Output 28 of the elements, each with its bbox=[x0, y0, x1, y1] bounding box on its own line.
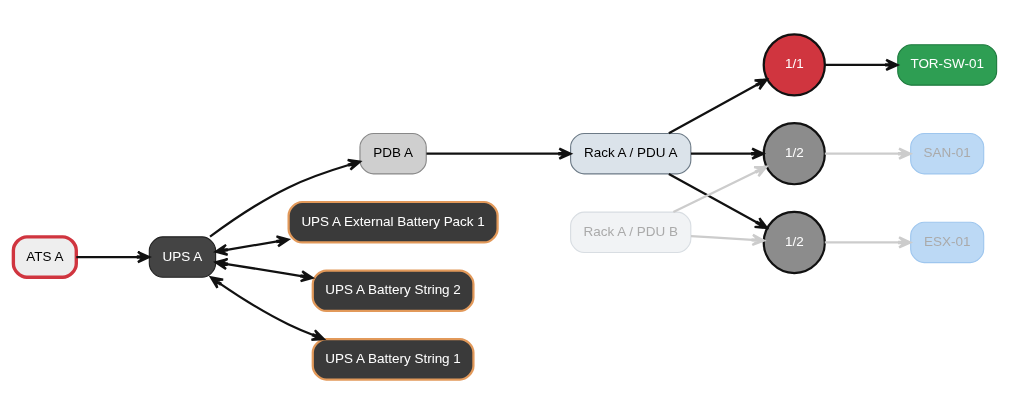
node-circle: 1/1 bbox=[762, 33, 826, 97]
arrow bbox=[668, 173, 768, 230]
node-box: ESX-01 bbox=[910, 221, 985, 264]
arrow bbox=[426, 147, 572, 160]
arrow bbox=[672, 165, 768, 214]
arrow bbox=[691, 147, 765, 160]
node-box: UPS A bbox=[148, 236, 217, 278]
node-box: PDB A bbox=[359, 132, 427, 175]
arrow bbox=[209, 276, 325, 341]
node-box: UPS A Battery String 2 bbox=[311, 269, 475, 313]
arrow bbox=[824, 147, 912, 160]
node-box: Rack A / PDU A bbox=[570, 132, 692, 175]
node-box: Rack A / PDU B bbox=[570, 211, 692, 254]
arrow bbox=[76, 250, 151, 264]
arrow bbox=[214, 235, 290, 256]
node-box: UPS A External Battery Pack 1 bbox=[287, 200, 499, 244]
arrow bbox=[690, 233, 765, 247]
arrow bbox=[824, 236, 912, 249]
node-box: TOR-SW-01 bbox=[897, 44, 998, 86]
node-box: UPS A Battery String 1 bbox=[311, 337, 475, 381]
node-box: SAN-01 bbox=[910, 132, 985, 175]
arrow bbox=[668, 78, 768, 135]
arrow bbox=[824, 58, 899, 72]
node-box: ATS A bbox=[11, 235, 78, 279]
arrow bbox=[209, 158, 362, 238]
node-circle: 1/2 bbox=[762, 122, 826, 186]
node-circle: 1/2 bbox=[762, 210, 826, 275]
arrow bbox=[214, 257, 314, 283]
